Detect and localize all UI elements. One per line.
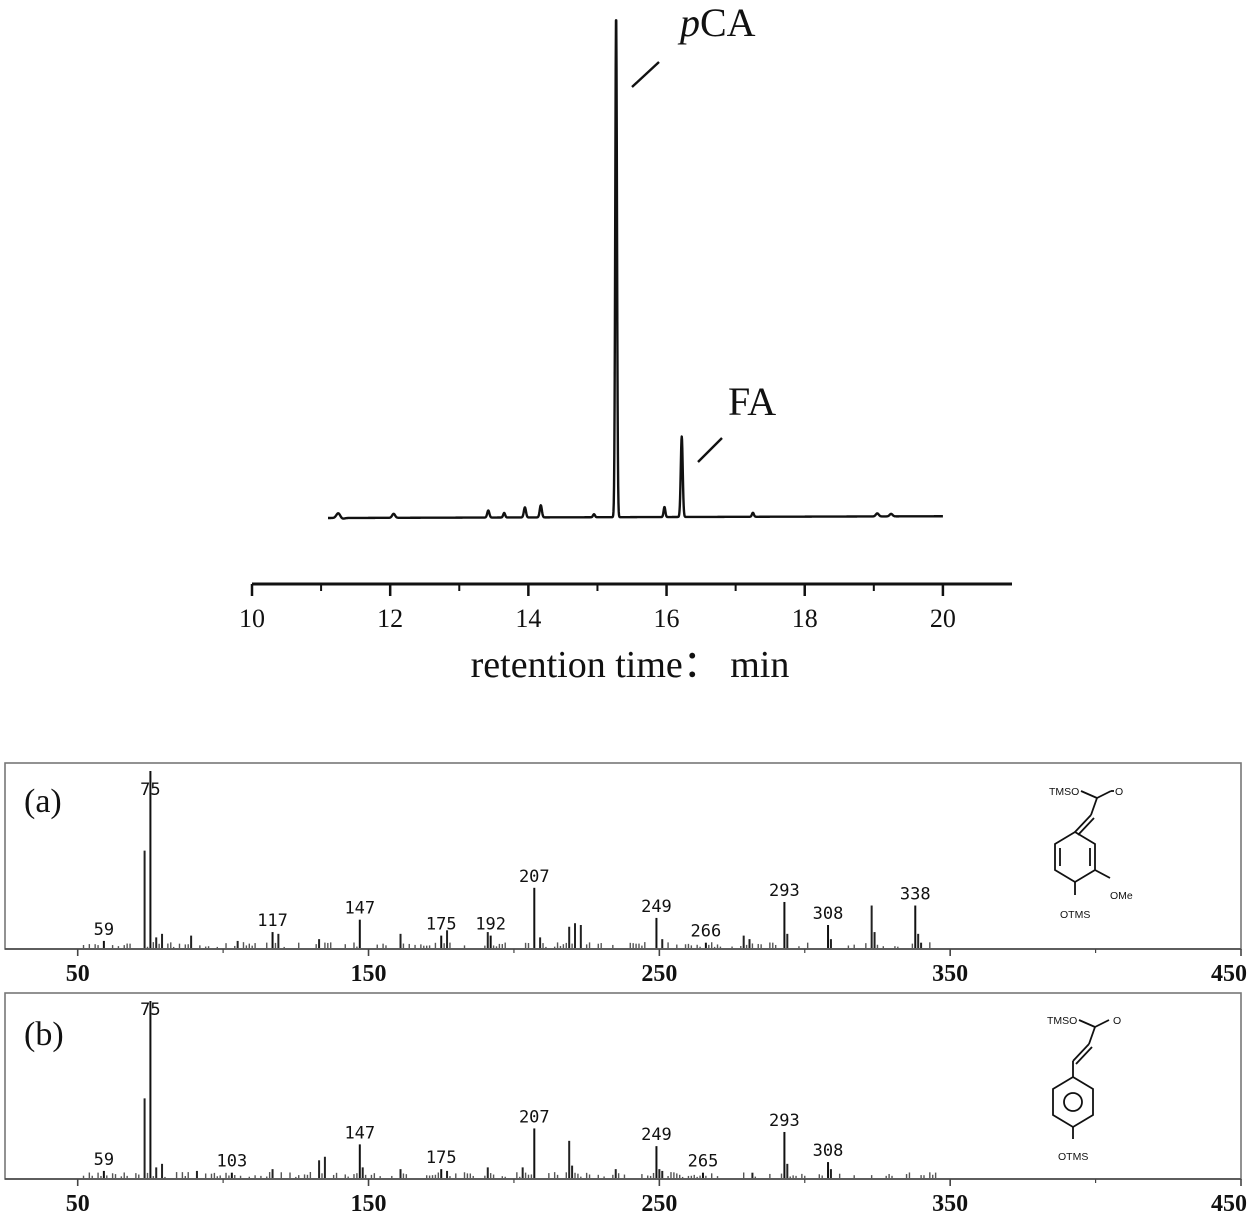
peak-mz-label: 293 [769, 1111, 800, 1131]
peak-mz-label: 117 [257, 911, 288, 931]
mass-spectrum-a: (a) 75 59 117 147 175 192 207 249 266 293 308 338 5… [4, 762, 1247, 987]
peak-mz-label: 249 [641, 897, 672, 917]
peak-mz-label: 192 [475, 915, 506, 935]
peak-mz-label: 308 [813, 1141, 844, 1161]
chromatogram: 10 12 14 16 18 20 retention time： min pCA FA [239, 0, 1012, 686]
chromatogram-tick-label: 12 [377, 604, 403, 633]
svg-text:OTMS: OTMS [1058, 1151, 1088, 1163]
structure-b: TMSO O OTMS [1047, 1015, 1121, 1163]
peak-mz-label: 338 [900, 885, 931, 905]
peak-mz-label: 207 [519, 1107, 550, 1127]
chromatogram-tick-label: 18 [792, 604, 818, 633]
spectrum-tick-label: 50 [66, 961, 90, 987]
chromatogram-trace [327, 19, 944, 520]
peak-mz-label: 266 [691, 922, 722, 942]
peak-mz-label: 75 [140, 1000, 160, 1020]
svg-text:O: O [1115, 786, 1123, 798]
peak-label-pca: pCA [631, 0, 756, 88]
spectrum-a-peak-labels: 75 59 117 147 175 192 207 249 266 293 308 338 [94, 780, 931, 942]
spectrum-a-panel-label: (a) [24, 783, 62, 820]
svg-text:OTMS: OTMS [1060, 909, 1090, 921]
spectrum-tick-label: 150 [351, 961, 387, 987]
spectrum-tick-label: 450 [1211, 1191, 1247, 1217]
spectrum-tick-label: 150 [351, 1191, 387, 1217]
chromatogram-tick-label: 20 [930, 604, 956, 633]
spectrum-tick-label: 250 [641, 1191, 677, 1217]
peak-mz-label: 147 [344, 1123, 375, 1143]
peak-mz-label: 249 [641, 1125, 672, 1145]
peak-mz-label: 308 [813, 904, 844, 924]
peak-mz-label: 175 [426, 915, 457, 935]
spectrum-b-x-ticks: 50 150 250 350 450 [5, 1178, 1247, 1217]
spectrum-a-peaks [82, 771, 931, 948]
chromatogram-x-ticks: 10 12 14 16 18 20 [239, 584, 956, 633]
peak-mz-label: 207 [519, 867, 550, 887]
peak-mz-label: 293 [769, 881, 800, 901]
svg-text:FA: FA [728, 379, 776, 424]
peak-label-pca-leader [631, 61, 660, 88]
peak-mz-label: 265 [688, 1152, 719, 1172]
chromatogram-tick-label: 14 [515, 604, 541, 633]
svg-text:pCA: pCA [677, 0, 756, 45]
spectrum-tick-label: 350 [932, 1191, 968, 1217]
peak-mz-label: 103 [216, 1152, 247, 1172]
svg-text:TMSO: TMSO [1049, 786, 1079, 798]
peak-mz-label: 147 [344, 899, 375, 919]
chromatogram-x-axis-label: retention time： min [471, 644, 790, 686]
spectrum-b-panel-label: (b) [24, 1016, 64, 1053]
spectrum-a-x-ticks: 50 150 250 350 450 [5, 948, 1247, 987]
spectrum-tick-label: 350 [932, 961, 968, 987]
svg-text:O: O [1113, 1015, 1121, 1027]
structure-a: TMSO O OMe OTMS [1049, 786, 1133, 921]
spectrum-tick-label: 50 [66, 1191, 90, 1217]
peak-mz-label: 75 [140, 780, 160, 800]
chromatogram-tick-label: 10 [239, 604, 265, 633]
spectrum-tick-label: 450 [1211, 961, 1247, 987]
svg-text:OMe: OMe [1110, 890, 1133, 902]
peak-label-fa: FA [697, 379, 776, 463]
peak-mz-label: 59 [94, 1150, 114, 1170]
spectrum-b-peaks [82, 1001, 937, 1178]
mass-spectrum-b: (b) 75 59 103 147 175 207 249 265 293 308 50 150 25… [4, 992, 1247, 1217]
svg-text:TMSO: TMSO [1047, 1015, 1077, 1027]
peak-label-fa-leader [697, 437, 723, 463]
peak-mz-label: 59 [94, 920, 114, 940]
peak-mz-label: 175 [426, 1148, 457, 1168]
spectrum-tick-label: 250 [641, 961, 677, 987]
chromatogram-tick-label: 16 [654, 604, 680, 633]
spectrum-b-peak-labels: 75 59 103 147 175 207 249 265 293 308 [94, 1000, 844, 1172]
